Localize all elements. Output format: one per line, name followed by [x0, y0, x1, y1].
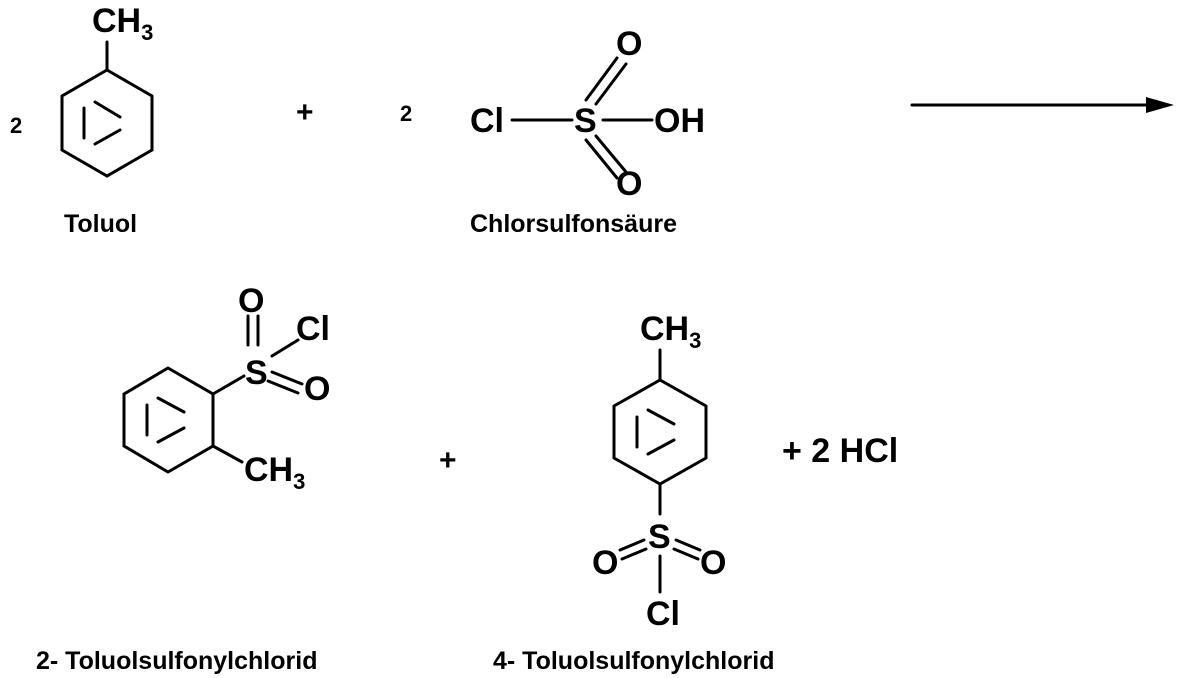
toluene-ring: [60, 68, 154, 178]
s-o-double-bond: [674, 538, 702, 552]
s-o-double-bond: [594, 62, 628, 106]
chlorosulfonic-coefficient: 2: [400, 101, 412, 126]
chlorosulfonic-oh: OH: [654, 102, 705, 140]
s-o-double-bond: [266, 379, 300, 395]
toluene-methyl: CH3: [92, 2, 153, 45]
para-ring: [612, 378, 708, 486]
ortho-o-top: O: [238, 282, 264, 320]
ortho-inner-bond: [156, 396, 186, 414]
para-inner-bond: [646, 408, 676, 426]
chlorosulfonic-label: Chlorsulfonsäure: [470, 210, 677, 238]
para-s: S: [648, 518, 671, 556]
para-label: 4- Toluolsulfonylchlorid: [493, 647, 774, 675]
chlorosulfonic-o-bottom: O: [616, 165, 642, 203]
para-o-left: O: [592, 544, 618, 582]
chlorosulfonic-acid-structure: 2 Cl S OH O O Chlorsulfonsäure: [400, 25, 705, 238]
chlorosulfonic-s: S: [574, 102, 597, 140]
ortho-s: S: [245, 354, 268, 392]
ortho-cl: Cl: [296, 310, 330, 348]
ortho-o-right: O: [304, 370, 330, 408]
ortho-product-structure: S O Cl O CH3 2- Toluolsulfonylchlorid: [36, 282, 330, 675]
toluene-coefficient: 2: [10, 113, 22, 138]
ring-s-bond: [211, 374, 246, 396]
para-inner-bond: [646, 438, 676, 456]
arrow-head: [1146, 97, 1174, 113]
ring-methyl-bond: [211, 444, 244, 464]
para-methyl: CH3: [640, 310, 701, 353]
s-o-double-bond: [584, 138, 619, 180]
s-o-double-bond: [618, 538, 646, 552]
ortho-inner-bond: [156, 426, 186, 444]
para-o-right: O: [700, 544, 726, 582]
ortho-ring: [122, 366, 215, 474]
chlorosulfonic-o-top: O: [616, 25, 642, 63]
reaction-arrow: [910, 97, 1174, 113]
toluene-label: Toluol: [64, 210, 137, 238]
toluene-inner-bond: [93, 128, 122, 146]
s-o-double-bond: [584, 56, 619, 102]
ortho-methyl: CH3: [244, 451, 305, 494]
s-o-double-bond: [672, 547, 700, 561]
chlorosulfonic-cl: Cl: [470, 102, 504, 140]
para-product-structure: CH3 S O O Cl 4- Toluolsulfonylchlorid: [493, 310, 774, 675]
s-o-double-bond: [620, 547, 648, 561]
reactant-plus: +: [296, 96, 314, 129]
s-o-double-bond: [270, 370, 304, 386]
toluene-inner-bond: [93, 100, 122, 119]
para-cl: Cl: [646, 595, 680, 633]
toluene-structure: CH3 2 Toluol: [10, 2, 154, 238]
product-plus: +: [439, 444, 457, 477]
ortho-label: 2- Toluolsulfonylchlorid: [36, 647, 317, 675]
s-cl-bond: [270, 338, 300, 358]
s-o-double-bond: [594, 134, 628, 174]
hcl-byproduct: + 2 HCl: [782, 432, 898, 470]
